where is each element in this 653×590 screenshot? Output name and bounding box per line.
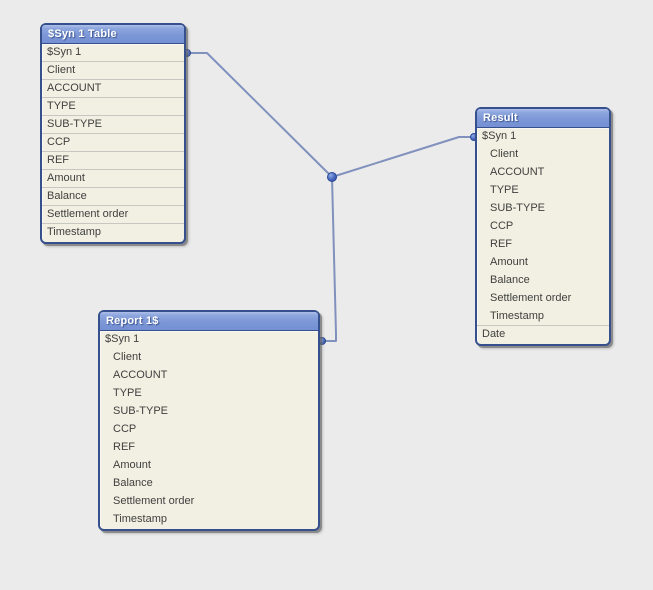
- table-box-syn1-table[interactable]: $Syn 1 Table $Syn 1 Client ACCOUNT TYPE …: [40, 23, 186, 244]
- table-box-result[interactable]: Result $Syn 1 Client ACCOUNT TYPE SUB-TY…: [475, 107, 611, 346]
- field-row: Balance: [490, 274, 530, 286]
- field-row: Amount: [42, 170, 184, 188]
- field-row: ACCOUNT: [113, 369, 168, 381]
- table-header[interactable]: Result: [477, 109, 609, 128]
- field-row: Timestamp: [47, 226, 101, 238]
- field-row: SUB-TYPE: [113, 405, 169, 417]
- table-header[interactable]: Report 1$: [100, 312, 318, 331]
- connector-report1-junction: [321, 176, 337, 342]
- field-row: Timestamp: [113, 513, 167, 525]
- field-row: $Syn 1: [42, 44, 184, 62]
- field-row: REF: [490, 238, 512, 250]
- field-row: $Syn 1: [482, 130, 517, 142]
- table-title: $Syn 1 Table: [48, 28, 117, 40]
- field-row: REF: [113, 441, 135, 453]
- field-row: SUB-TYPE: [42, 116, 184, 134]
- connector-result-junction: [331, 136, 475, 178]
- field-row: CCP: [113, 423, 137, 435]
- table-title: Report 1$: [106, 315, 159, 327]
- field-list: $Syn 1 Client ACCOUNT TYPE SUB-TYPE CCP …: [477, 128, 609, 344]
- field-row: Client: [490, 148, 519, 160]
- field-row: TYPE: [490, 184, 519, 196]
- field-row: Date: [482, 328, 506, 340]
- field-row: Timestamp: [477, 308, 609, 326]
- field-row: Client: [113, 351, 142, 363]
- field-row: $Syn 1: [105, 333, 140, 345]
- field-row: Settlement order: [490, 292, 572, 304]
- field-row: Client: [42, 62, 184, 80]
- field-row: Settlement order: [42, 206, 184, 224]
- table-box-report1[interactable]: Report 1$ $Syn 1 Client ACCOUNT TYPE SUB…: [98, 310, 320, 531]
- table-title: Result: [483, 112, 518, 124]
- field-row: Amount: [113, 459, 151, 471]
- field-row: CCP: [490, 220, 514, 232]
- connector-syn1table-junction: [186, 52, 333, 178]
- field-row: ACCOUNT: [42, 80, 184, 98]
- field-row: Amount: [490, 256, 528, 268]
- table-header[interactable]: $Syn 1 Table: [42, 25, 184, 44]
- field-list: $Syn 1 Client ACCOUNT TYPE SUB-TYPE CCP …: [42, 44, 184, 242]
- field-list: $Syn 1 Client ACCOUNT TYPE SUB-TYPE CCP …: [100, 331, 318, 529]
- field-row: ACCOUNT: [490, 166, 545, 178]
- field-row: Settlement order: [113, 495, 195, 507]
- field-row: REF: [42, 152, 184, 170]
- field-row: CCP: [42, 134, 184, 152]
- field-row: Balance: [113, 477, 153, 489]
- field-row: TYPE: [42, 98, 184, 116]
- field-row: TYPE: [113, 387, 142, 399]
- field-row: SUB-TYPE: [490, 202, 546, 214]
- connector-junction-dot: [327, 172, 337, 182]
- field-row: Balance: [42, 188, 184, 206]
